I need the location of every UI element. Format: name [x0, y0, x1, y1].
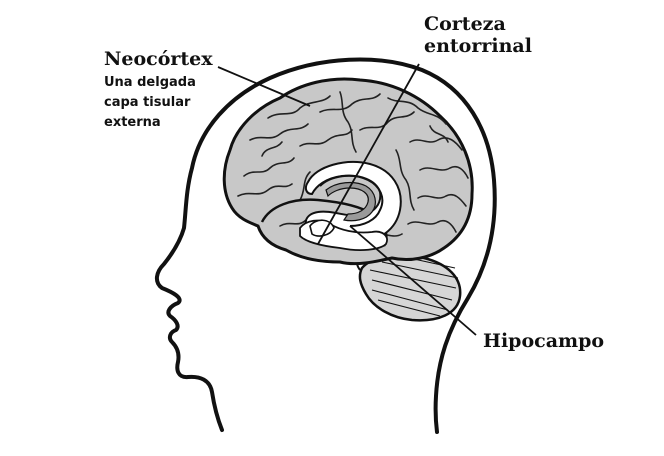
hippocampus-label: Hipocampo: [483, 330, 605, 352]
entorhinal-label-line: Corteza: [424, 13, 506, 35]
neocortex-description-line: Una delgada: [104, 75, 196, 90]
neocortex-pointer: [217, 66, 311, 107]
neocortex-description: Una delgada capa tisular externa: [104, 73, 196, 133]
neocortex-description-line: externa: [104, 115, 161, 130]
entorhinal-lobule: [309, 219, 335, 237]
neocortex-label: Neocórtex: [104, 48, 213, 70]
head-silhouette: [155, 57, 497, 434]
entorhinal-pointer: [317, 63, 420, 245]
cerebellum: [356, 254, 462, 322]
neocortex-description-line: capa tisular: [104, 95, 191, 110]
hippocampus-pointer: [349, 225, 477, 336]
hippocampus-inner-curve: [319, 174, 384, 227]
entorhinal-label-line: entorrinal: [424, 35, 532, 57]
entorhinal-cortex-label: Corteza entorrinal: [424, 13, 532, 57]
